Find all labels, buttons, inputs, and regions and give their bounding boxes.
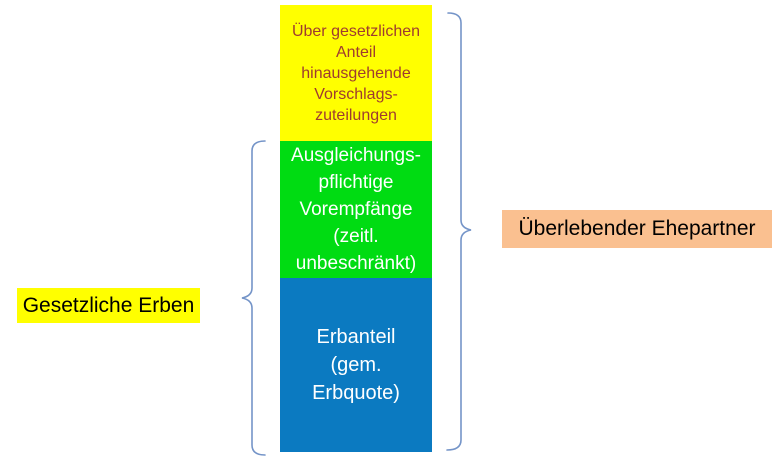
segment-text-line: Über gesetzlichen (291, 22, 421, 40)
segment-text-line: Erbanteil (316, 326, 396, 348)
label-ueberlebender-ehepartner: Überlebender Ehepartner (502, 210, 772, 248)
segment-text-line: (gem. (330, 354, 382, 376)
segment-text-line: zuteilungen (315, 106, 397, 124)
segment-text-line: Anteil (335, 43, 377, 61)
segment-text-line: hinausgehende (301, 64, 411, 82)
segment-text-line: Ausgleichungs- (291, 145, 421, 166)
segment-text-line: (zeitl. (333, 226, 379, 247)
label-gesetzliche-erben: Gesetzliche Erben (17, 288, 200, 323)
segment-text-line: Erbquote) (312, 382, 400, 404)
segment-text-line: Vorschlags- (314, 85, 398, 103)
left-brace (241, 140, 266, 456)
segment-text-line: unbeschränkt) (295, 253, 417, 274)
segment-vorschlagszuteilungen: Über gesetzlichen Anteil hinausgehende V… (280, 5, 432, 141)
segment-erbanteil: Erbanteil (gem. Erbquote) (280, 278, 432, 452)
segment-vorempfaenge: Ausgleichungs- pflichtige Vorempfänge (z… (280, 141, 432, 278)
segment-text-line: Vorempfänge (299, 199, 413, 220)
right-brace (446, 12, 472, 451)
segment-text-line: pflichtige (318, 172, 394, 193)
